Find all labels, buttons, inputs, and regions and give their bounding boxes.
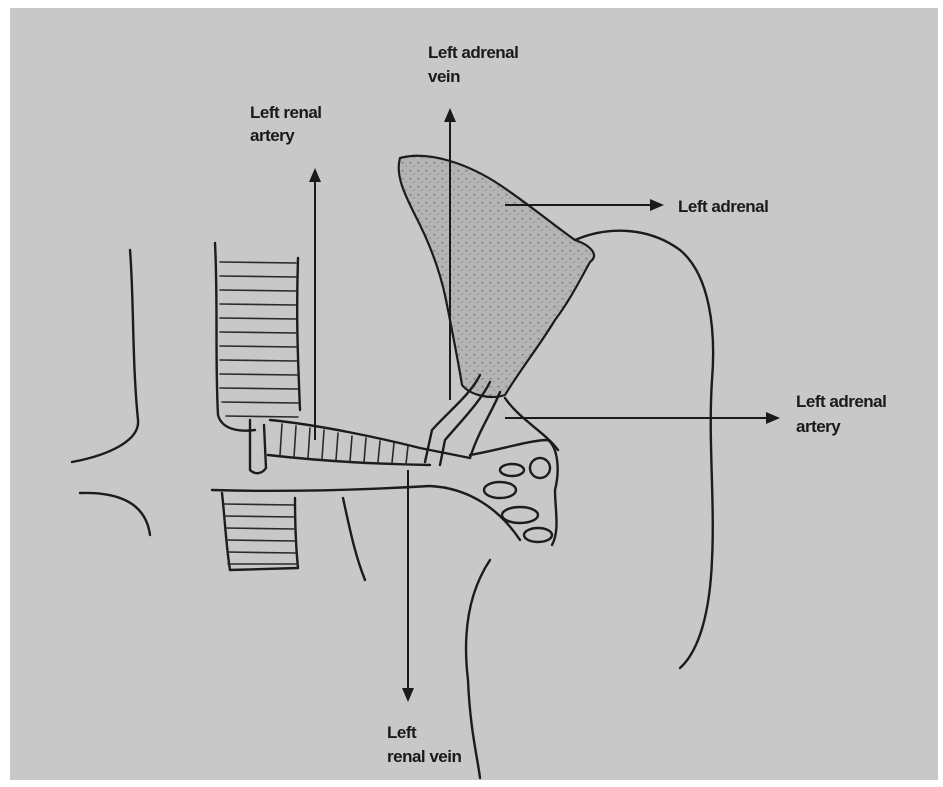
label-left-renal-artery-line1: Left renal [250, 103, 322, 122]
label-left-adrenal-vein-line2: vein [428, 67, 460, 86]
label-left-renal-vein-line2: renal vein [387, 747, 461, 766]
label-left-adrenal: Left adrenal [678, 197, 768, 216]
label-left-renal-artery-line2: artery [250, 126, 295, 145]
label-left-adrenal-artery-line1: Left adrenal [796, 392, 886, 411]
label-left-renal-vein-line1: Left [387, 723, 417, 742]
label-left-adrenal-vein-line1: Left adrenal [428, 43, 518, 62]
label-left-adrenal-artery-line2: artery [796, 417, 841, 436]
